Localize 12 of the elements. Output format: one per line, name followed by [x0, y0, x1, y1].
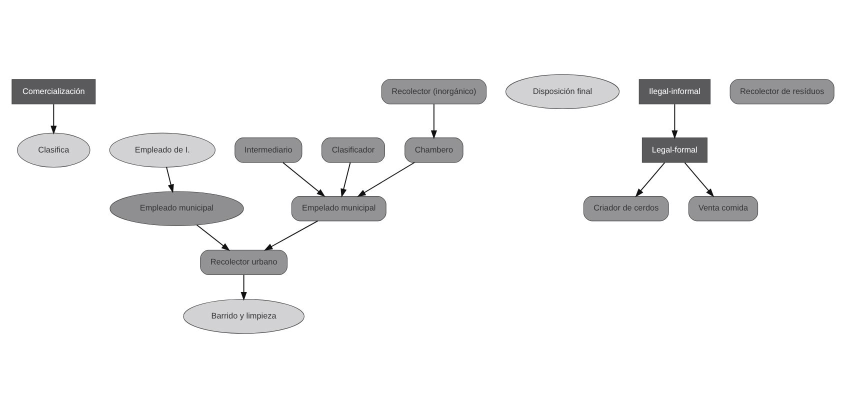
arrow — [166, 166, 174, 193]
arrow — [340, 162, 351, 198]
arrow — [357, 162, 415, 196]
arrow — [196, 224, 230, 251]
arrow — [635, 162, 666, 197]
arrow — [672, 103, 678, 139]
arrow — [240, 274, 247, 300]
arrow — [430, 103, 438, 139]
arrow — [684, 162, 714, 197]
arrow — [282, 162, 326, 197]
arrow — [50, 103, 57, 134]
arrow — [264, 220, 318, 250]
